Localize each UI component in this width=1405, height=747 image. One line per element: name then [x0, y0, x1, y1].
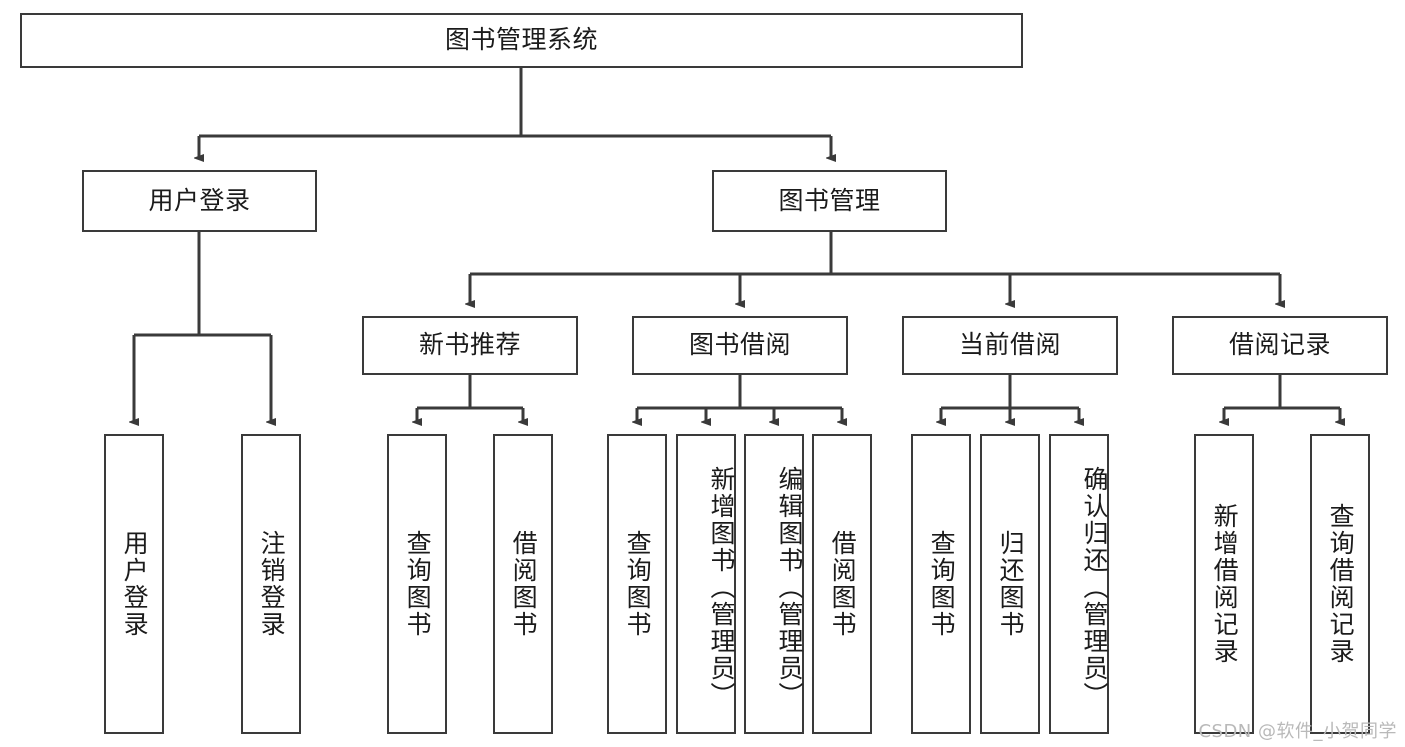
node-root[interactable]: 图书管理系统	[20, 13, 1023, 68]
node-leaf-query-book-borrow[interactable]: 查询图书	[607, 434, 667, 734]
node-book-manage[interactable]: 图书管理	[712, 170, 947, 232]
node-leaf-edit-book[interactable]: 编辑图书（管理员）	[744, 434, 804, 734]
node-new-book-recommend-label: 新书推荐	[418, 330, 521, 360]
node-leaf-borrow-book-recommend[interactable]: 借阅图书	[493, 434, 553, 734]
node-leaf-add-book[interactable]: 新增图书（管理员）	[676, 434, 736, 734]
node-leaf-user-login-label: 用户登录	[120, 530, 150, 638]
node-leaf-add-book-label: 新增图书（管理员）	[707, 465, 736, 709]
node-leaf-borrow-book[interactable]: 借阅图书	[812, 434, 872, 734]
node-book-manage-label: 图书管理	[778, 185, 881, 215]
node-leaf-borrow-book-recommend-label: 借阅图书	[509, 530, 539, 638]
node-user-login[interactable]: 用户登录	[82, 170, 317, 232]
node-borrow-record-label: 借阅记录	[1228, 330, 1331, 360]
node-leaf-logout[interactable]: 注销登录	[241, 434, 301, 734]
node-leaf-query-book-current[interactable]: 查询图书	[911, 434, 971, 734]
node-leaf-confirm-return-label: 确认归还（管理员）	[1080, 465, 1109, 709]
node-leaf-query-book-recommend-label: 查询图书	[403, 530, 433, 638]
node-user-login-label: 用户登录	[148, 185, 251, 215]
node-leaf-query-book-borrow-label: 查询图书	[623, 530, 653, 638]
node-leaf-add-borrow-record-label: 新增借阅记录	[1210, 503, 1240, 665]
node-leaf-query-book-current-label: 查询图书	[927, 530, 957, 638]
node-current-borrow[interactable]: 当前借阅	[902, 316, 1118, 375]
node-leaf-edit-book-label: 编辑图书（管理员）	[775, 465, 804, 709]
node-leaf-borrow-book-label: 借阅图书	[828, 530, 858, 638]
node-leaf-return-book[interactable]: 归还图书	[980, 434, 1040, 734]
node-leaf-query-borrow-record[interactable]: 查询借阅记录	[1310, 434, 1370, 734]
node-current-borrow-label: 当前借阅	[958, 330, 1061, 360]
node-leaf-user-login[interactable]: 用户登录	[104, 434, 164, 734]
node-leaf-add-borrow-record[interactable]: 新增借阅记录	[1194, 434, 1254, 734]
node-book-borrow-label: 图书借阅	[688, 330, 791, 360]
node-new-book-recommend[interactable]: 新书推荐	[362, 316, 578, 375]
node-leaf-confirm-return[interactable]: 确认归还（管理员）	[1049, 434, 1109, 734]
node-leaf-logout-label: 注销登录	[257, 530, 287, 638]
node-book-borrow[interactable]: 图书借阅	[632, 316, 848, 375]
node-leaf-query-book-recommend[interactable]: 查询图书	[387, 434, 447, 734]
node-root-label: 图书管理系统	[444, 25, 598, 55]
node-leaf-return-book-label: 归还图书	[996, 530, 1026, 638]
node-leaf-query-borrow-record-label: 查询借阅记录	[1326, 503, 1356, 665]
node-borrow-record[interactable]: 借阅记录	[1172, 316, 1388, 375]
